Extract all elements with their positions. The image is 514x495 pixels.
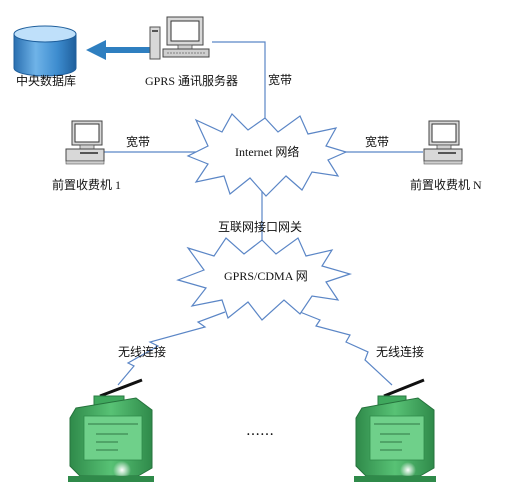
- broadband-top-label: 宽带: [268, 73, 293, 87]
- broadband-right-label: 宽带: [365, 135, 390, 149]
- antenna-icon: [99, 378, 143, 398]
- terminal-right-label: 前置收费机 N: [410, 178, 482, 192]
- gprs-module-left-icon: [68, 378, 154, 482]
- server-computer-icon: [149, 16, 210, 60]
- terminal-left-label: 前置收费机 1: [52, 178, 122, 192]
- wireless-zigzag-right: [299, 311, 393, 386]
- gateway-label: 互联网接口网关: [218, 220, 303, 234]
- gprs-module-right-icon: [354, 378, 436, 482]
- ellipsis-label: ……: [246, 423, 274, 439]
- database-icon: [13, 25, 77, 77]
- terminal-left-computer-icon: [65, 120, 105, 165]
- gprs-cdma-cloud-icon: [176, 237, 353, 321]
- connection-lines: [104, 41, 423, 386]
- wireless-right-label: 无线连接: [376, 345, 425, 359]
- antenna-icon: [383, 378, 425, 398]
- gprs-server-label: GPRS 通讯服务器: [145, 74, 239, 88]
- terminal-right-computer-icon: [423, 120, 463, 165]
- wireless-left-label: 无线连接: [118, 345, 167, 359]
- wireless-zigzag-left: [117, 311, 226, 386]
- database-label: 中央数据库: [16, 74, 77, 88]
- internet-cloud-icon: [186, 113, 348, 197]
- line-server-internet: [212, 41, 266, 118]
- internet-label: Internet 网络: [235, 145, 300, 159]
- gprs-cdma-label: GPRS/CDMA 网: [224, 269, 308, 283]
- broadband-left-label: 宽带: [126, 135, 151, 149]
- arrow-server-to-db: [86, 40, 152, 60]
